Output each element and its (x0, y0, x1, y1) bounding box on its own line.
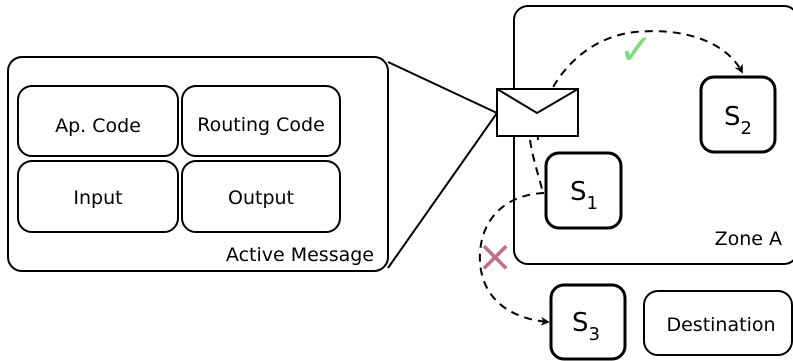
node-s1-sub: 1 (587, 193, 598, 214)
node-s1-box (544, 151, 623, 230)
zoom-line-bottom (387, 112, 498, 269)
success-check-icon: ✓ (618, 25, 653, 74)
active-message-label: Active Message (226, 244, 374, 266)
node-s2-sub: 2 (741, 118, 752, 139)
envelope-icon (496, 88, 579, 137)
zone-a-label: Zone A (715, 228, 782, 250)
node-s2-box (699, 75, 777, 154)
destination-box (643, 290, 793, 356)
route-to-s3 (478, 192, 550, 326)
input-field: Input (73, 187, 122, 209)
failure-cross-icon: × (477, 231, 514, 282)
output-field: Output (228, 187, 294, 209)
node-s3-sub: 3 (589, 324, 600, 345)
routing-code-field-box (181, 85, 341, 157)
node-s3-base: S (572, 308, 589, 338)
node-s1-base: S (570, 177, 587, 207)
destination-label: Destination (666, 314, 775, 336)
zoom-line-top (387, 61, 498, 114)
input-field-box (17, 160, 179, 233)
node-s1: S1 (570, 177, 598, 214)
route-to-s1-segment (529, 139, 544, 194)
node-s3: S3 (572, 308, 600, 345)
node-s2: S2 (724, 102, 752, 139)
node-s2-base: S (724, 102, 741, 132)
routing-code-field: Routing Code (197, 114, 325, 136)
ap-code-field-box (17, 85, 179, 157)
node-s3-box (549, 283, 627, 361)
ap-code-field: Ap. Code (55, 115, 141, 137)
output-field-box (181, 160, 341, 233)
